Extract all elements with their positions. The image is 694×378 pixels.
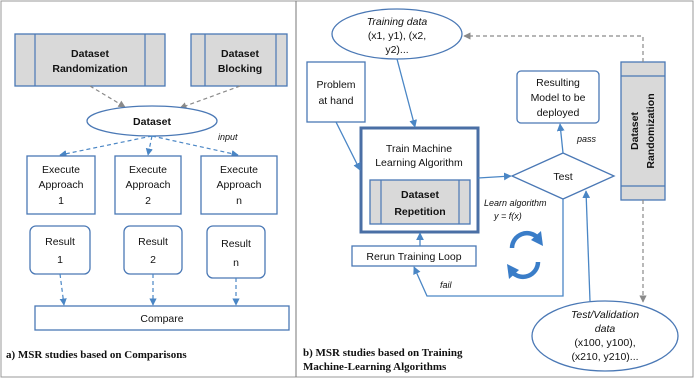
label: Dataset: [401, 189, 439, 201]
label: Rerun Training Loop: [366, 251, 461, 263]
label: 2: [150, 254, 156, 266]
learn-algorithm-label: Learn algorithm: [484, 198, 547, 208]
label: n: [233, 257, 239, 269]
label: Approach: [126, 179, 171, 191]
label: Training data: [367, 16, 428, 28]
label: 1: [58, 195, 64, 207]
rerun-training-loop-box: Rerun Training Loop: [351, 245, 477, 267]
result-2: Result 2: [123, 225, 183, 275]
label: Repetition: [394, 206, 445, 218]
label: (x1, y1), (x2,: [368, 30, 426, 42]
fail-arrow: [413, 199, 564, 297]
arrow: [463, 32, 644, 62]
label: Randomization: [645, 93, 657, 168]
label: Execute: [220, 164, 258, 176]
training-data-ellipse: Training data (x1, y1), (x2, y2)...: [331, 8, 463, 60]
label: at hand: [318, 95, 353, 107]
learn-algorithm-formula: y = f(x): [493, 211, 522, 221]
label: Blocking: [218, 63, 262, 75]
pass-label: pass: [576, 134, 597, 144]
execute-approach-1: Execute Approach 1: [26, 155, 96, 215]
arrow: [477, 172, 512, 181]
label: Test: [553, 171, 572, 183]
arrow: [396, 58, 417, 128]
problem-box: Problem at hand: [306, 61, 366, 123]
label: Dataset: [629, 112, 641, 150]
arrow: [59, 135, 153, 158]
label: Execute: [129, 164, 167, 176]
input-label: input: [218, 132, 238, 142]
label: (x210, y210)...: [571, 351, 638, 363]
label: Execute: [42, 164, 80, 176]
label: Approach: [217, 179, 262, 191]
label: Result: [45, 236, 75, 248]
dataset-randomization-vertical: Dataset Randomization: [620, 61, 666, 201]
label: n: [236, 195, 242, 207]
execute-approach-n: Execute Approach n: [200, 155, 278, 215]
dataset-ellipse: Dataset: [86, 105, 218, 137]
label: Learning Algorithm: [375, 157, 463, 169]
caption-b-line1: b) MSR studies based on Training: [303, 347, 463, 359]
caption-a: a) MSR studies based on Comparisons: [6, 349, 187, 361]
test-validation-ellipse: Test/Validation data (x100, y100), (x210…: [531, 300, 679, 372]
label: Approach: [39, 179, 84, 191]
label: (x100, y100),: [574, 337, 635, 349]
compare-box: Compare: [34, 305, 290, 331]
label: Dataset: [133, 116, 171, 128]
execute-approach-2: Execute Approach 2: [114, 155, 182, 215]
result-1: Result 1: [29, 225, 91, 275]
label: Train Machine: [386, 143, 452, 155]
arrow: [145, 135, 153, 156]
refresh-cycle-icon: [507, 230, 543, 280]
arrow: [335, 121, 361, 171]
label: Dataset: [71, 48, 109, 60]
label: Result: [221, 238, 251, 250]
arrow: [151, 135, 239, 158]
resulting-model-box: Resulting Model to be deployed: [516, 70, 600, 124]
label: Model to be: [531, 92, 586, 104]
label: 2: [145, 195, 151, 207]
label: data: [595, 323, 616, 335]
arrow: [179, 85, 241, 110]
dataset-blocking-box: Dataset Blocking: [190, 33, 288, 87]
label: y2)...: [385, 44, 408, 56]
label: Resulting: [536, 77, 580, 89]
arrow: [582, 190, 591, 302]
fail-label: fail: [440, 280, 453, 290]
label: 1: [57, 254, 63, 266]
arrow: [89, 85, 126, 108]
label: Test/Validation: [571, 309, 639, 321]
label: Randomization: [52, 63, 127, 75]
caption-b-line2: Machine-Learning Algorithms: [303, 361, 447, 373]
result-n: Result n: [206, 225, 266, 279]
test-diamond: Test: [510, 152, 616, 200]
dataset-randomization-box: Dataset Randomization: [14, 33, 166, 87]
panel-a: Dataset Randomization Dataset Blocking D…: [6, 33, 290, 361]
panel-b: Training data (x1, y1), (x2, y2)... Prob…: [303, 8, 679, 373]
label: Compare: [140, 313, 183, 325]
arrow: [556, 123, 565, 154]
label: Problem: [316, 79, 355, 91]
label: Result: [138, 236, 168, 248]
dataset-repetition-box: Dataset Repetition: [369, 179, 471, 225]
label: Dataset: [221, 48, 259, 60]
label: deployed: [537, 107, 580, 119]
arrow: [59, 273, 67, 306]
